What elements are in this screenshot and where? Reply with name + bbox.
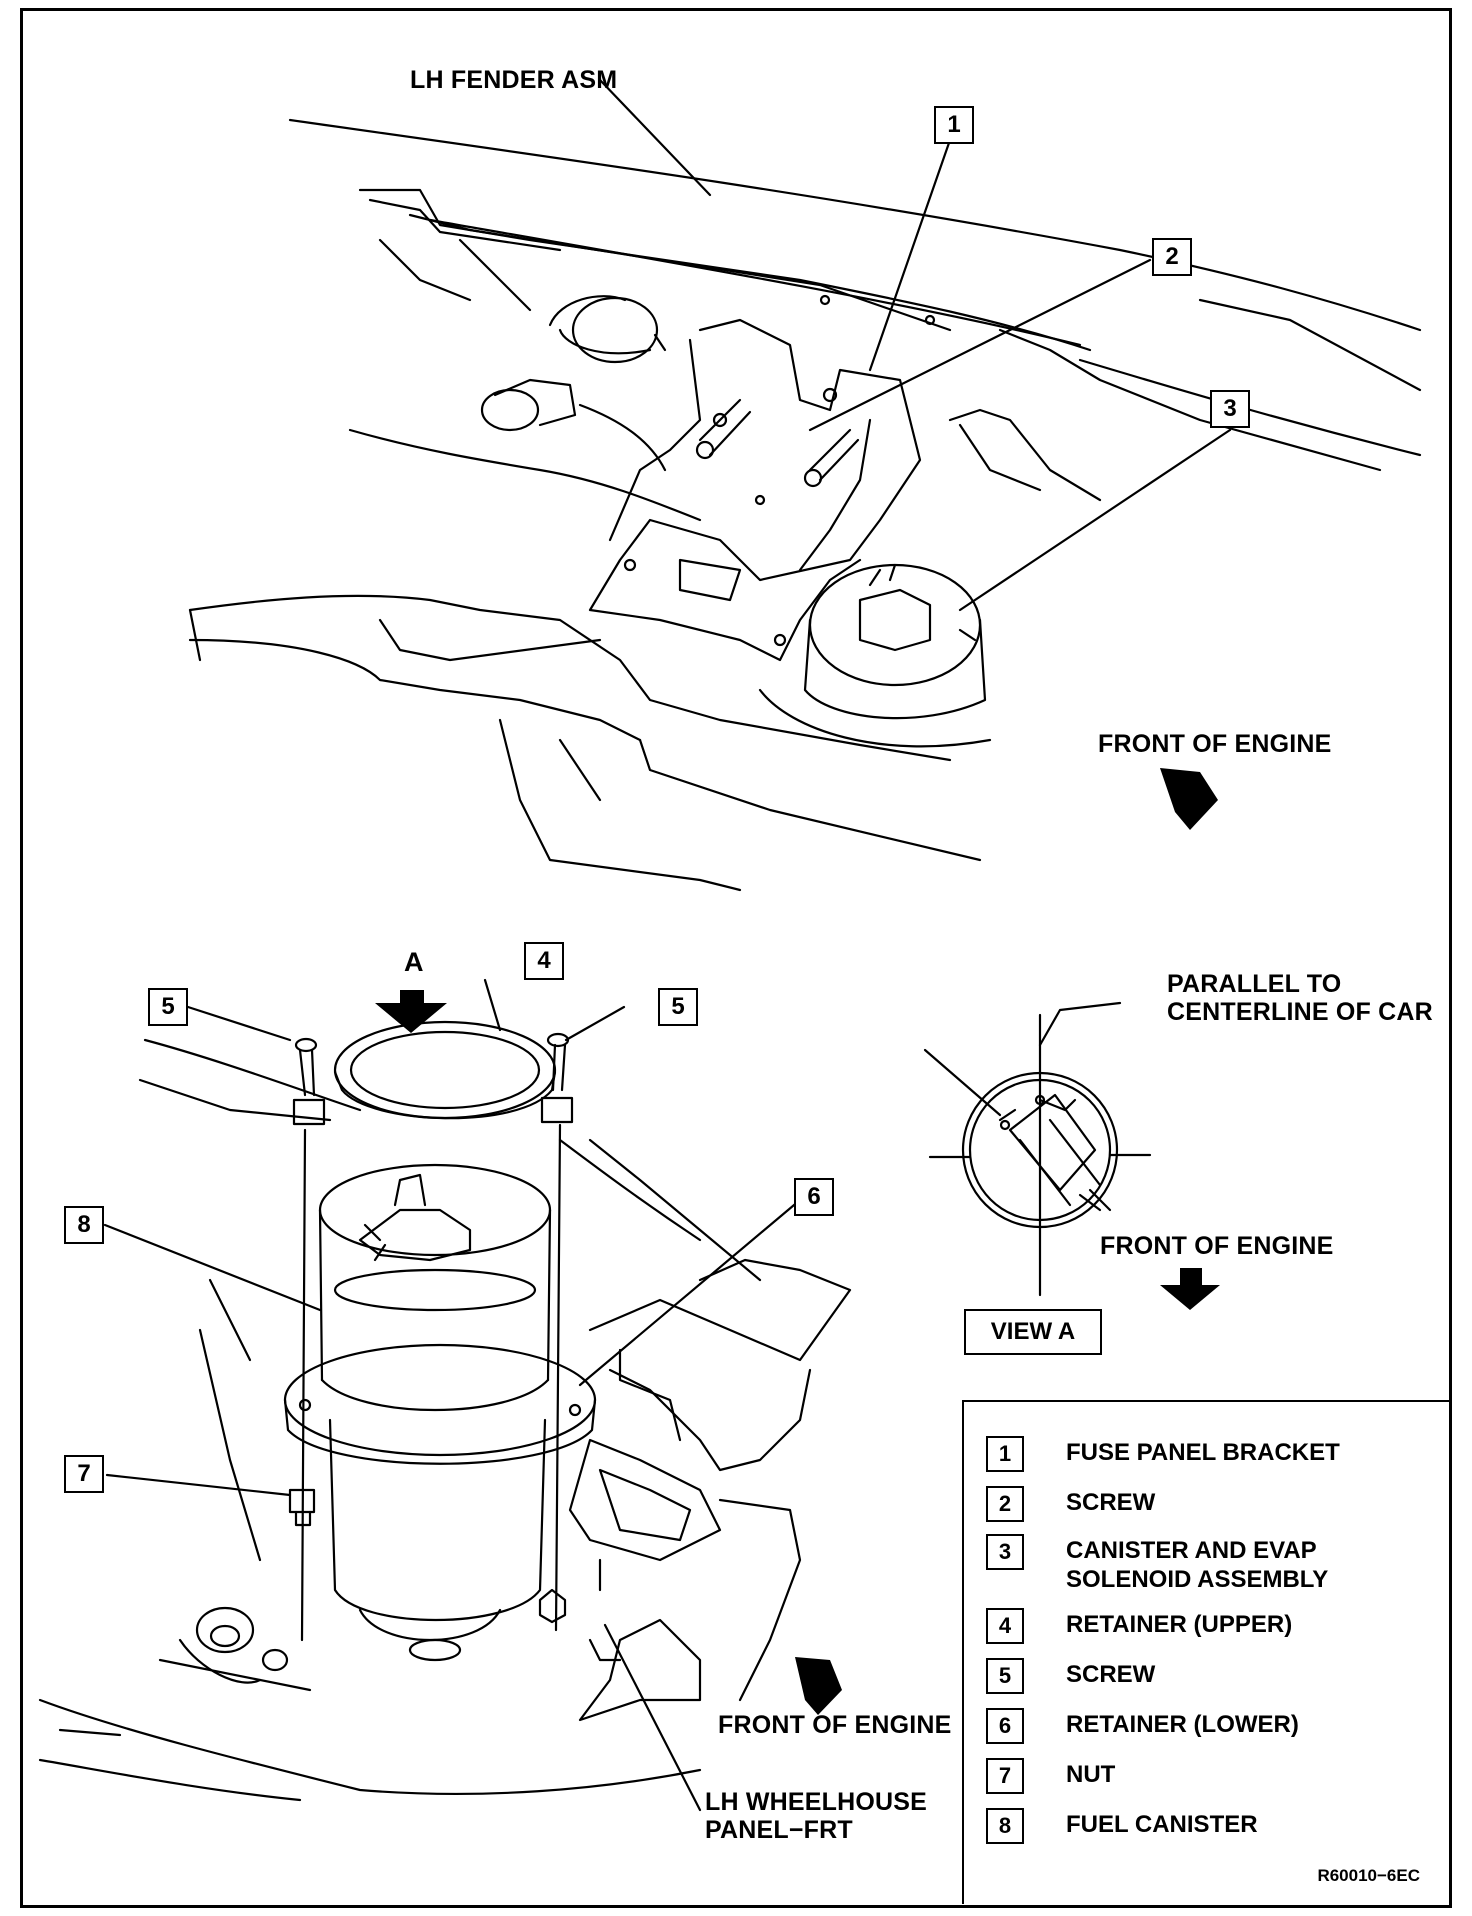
legend-text: NUT xyxy=(1066,1761,1116,1788)
wheelhouse-label-line2: PANEL−FRT xyxy=(705,1816,853,1844)
parallel-label-line1: PARALLEL TO xyxy=(1167,970,1342,998)
legend-text: FUEL CANISTER xyxy=(1066,1811,1258,1838)
legend-text: RETAINER (UPPER) xyxy=(1066,1611,1293,1638)
front-arrow-top-icon xyxy=(1160,768,1218,830)
sensor-connector xyxy=(348,378,702,522)
reservoir-cap xyxy=(548,295,667,364)
legend-text: FUSE PANEL BRACKET xyxy=(1066,1439,1340,1466)
legend-row: 6 RETAINER (LOWER) xyxy=(986,1708,1299,1744)
legend-text: SCREW xyxy=(1066,1489,1156,1516)
view-a-arrow-icon xyxy=(375,990,447,1033)
canister-top xyxy=(758,408,1102,748)
callout-3: 3 xyxy=(1210,390,1250,428)
legend-row: 5 SCREW xyxy=(986,1658,1155,1694)
parallel-label-line2: CENTERLINE OF CAR xyxy=(1167,998,1433,1026)
legend-text: CANISTER AND EVAP SOLENOID ASSEMBLY xyxy=(1066,1537,1329,1593)
parts-legend: 1 FUSE PANEL BRACKET 2 SCREW 3 CANISTER … xyxy=(962,1400,1450,1904)
wheelhouse-panel xyxy=(38,1038,852,1802)
callout-1: 1 xyxy=(934,106,974,144)
legend-number: 5 xyxy=(986,1658,1024,1694)
upper-retainer xyxy=(292,1020,574,1126)
legend-row: 3 CANISTER AND EVAP SOLENOID ASSEMBLY xyxy=(986,1534,1328,1594)
front-of-engine-top-label: FRONT OF ENGINE xyxy=(1098,730,1332,758)
legend-text: RETAINER (LOWER) xyxy=(1066,1711,1299,1738)
legend-number: 1 xyxy=(986,1436,1024,1472)
callout-8: 8 xyxy=(64,1206,104,1244)
leader-lines xyxy=(103,78,1232,1812)
lh-fender-label: LH FENDER ASM xyxy=(410,66,618,94)
inner-panels xyxy=(188,594,982,892)
guide-lines xyxy=(300,1123,562,1642)
legend-number: 8 xyxy=(986,1808,1024,1844)
bracket-screws xyxy=(695,398,860,488)
reference-code: R60010−6EC xyxy=(1317,1866,1420,1885)
front-of-engine-bottom-label: FRONT OF ENGINE xyxy=(718,1711,952,1739)
callout-2: 2 xyxy=(1152,238,1192,276)
fuse-panel-bracket xyxy=(588,294,936,662)
direction-arrows xyxy=(375,768,1220,1715)
view-letter-label: A xyxy=(404,947,424,977)
legend-number: 4 xyxy=(986,1608,1024,1644)
legend-row: 2 SCREW xyxy=(986,1486,1155,1522)
callout-4: 4 xyxy=(524,942,564,980)
lower-retainer xyxy=(283,1343,597,1465)
wheelhouse-label-line1: LH WHEELHOUSE xyxy=(705,1788,928,1816)
legend-number: 2 xyxy=(986,1486,1024,1522)
callout-6: 6 xyxy=(794,1178,834,1216)
callout-5-left: 5 xyxy=(148,988,188,1026)
legend-number: 7 xyxy=(986,1758,1024,1794)
legend-text: SCREW xyxy=(1066,1661,1156,1688)
upper-screws xyxy=(294,1032,570,1097)
callout-5-right: 5 xyxy=(658,988,698,1026)
legend-row: 1 FUSE PANEL BRACKET xyxy=(986,1436,1340,1472)
legend-row: 7 NUT xyxy=(986,1758,1115,1794)
diagram-frame xyxy=(20,8,1452,1908)
fuel-canister xyxy=(318,1163,552,1662)
legend-number: 6 xyxy=(986,1708,1024,1744)
legend-row: 4 RETAINER (UPPER) xyxy=(986,1608,1292,1644)
front-arrow-view-icon xyxy=(1160,1268,1220,1310)
fender-assembly xyxy=(288,118,1422,472)
callout-7: 7 xyxy=(64,1455,104,1493)
front-of-engine-view-label: FRONT OF ENGINE xyxy=(1100,1232,1334,1260)
front-arrow-bottom-icon xyxy=(795,1657,842,1715)
view-a-detail xyxy=(923,1013,1152,1297)
view-a-box: VIEW A xyxy=(964,1309,1102,1355)
legend-number: 3 xyxy=(986,1534,1024,1570)
nuts xyxy=(288,1488,567,1624)
legend-row: 8 FUEL CANISTER xyxy=(986,1808,1258,1844)
